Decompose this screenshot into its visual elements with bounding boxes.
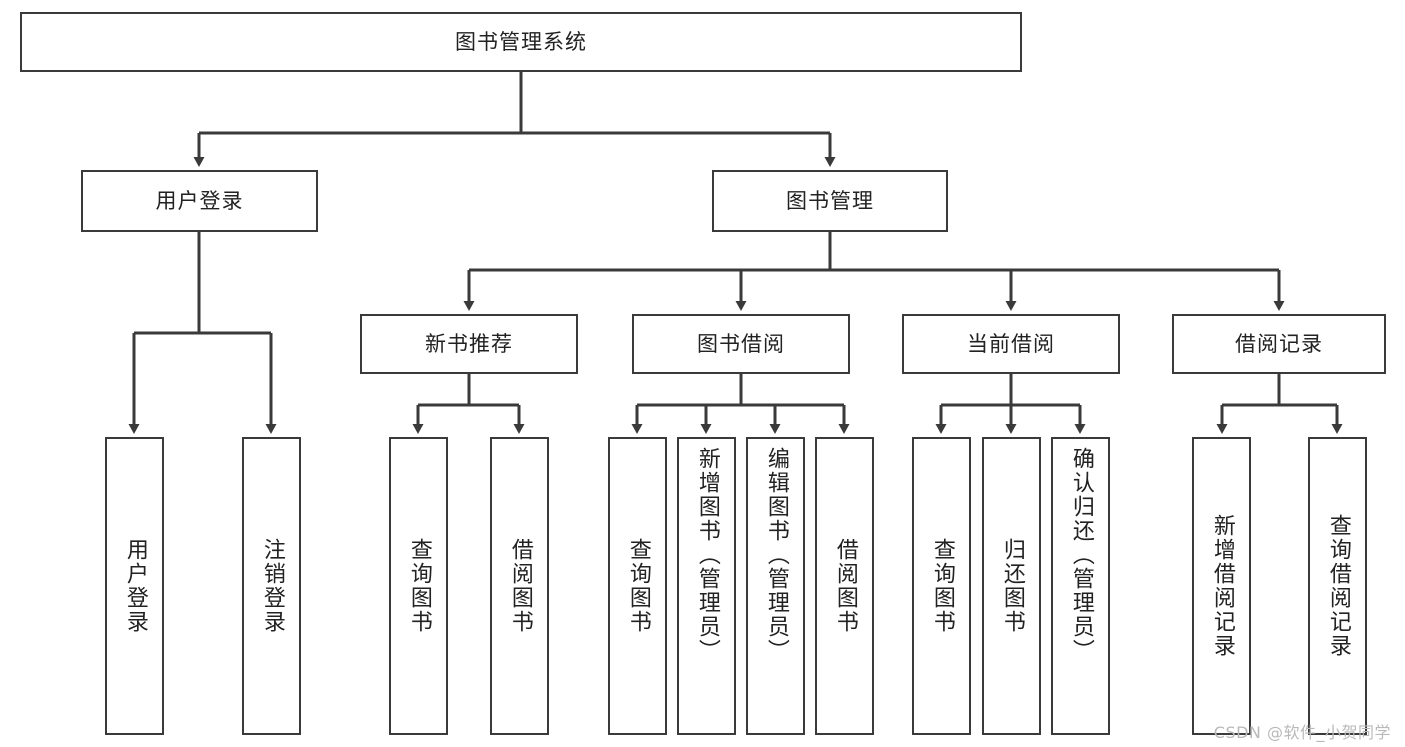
node-leaf-confirm-return[interactable]: 确认归还（管理员） [1051,437,1110,735]
node-leaf-logout-login[interactable]: 注销登录 [242,437,301,735]
node-user-login-label: 用户登录 [155,188,244,213]
node-leaf-return-book[interactable]: 归还图书 [982,437,1041,735]
node-leaf-add-record-label: 新增借阅记录 [1209,514,1235,658]
node-leaf-query-book-3-label: 查询图书 [929,538,955,634]
node-borrow-record[interactable]: 借阅记录 [1172,314,1386,374]
node-leaf-query-record-label: 查询借阅记录 [1325,514,1351,658]
node-leaf-logout-login-label: 注销登录 [259,538,285,634]
node-book-borrow-label: 图书借阅 [697,331,785,356]
node-leaf-user-login-label: 用户登录 [122,538,148,634]
node-root-system[interactable]: 图书管理系统 [20,12,1022,72]
node-leaf-query-book-1[interactable]: 查询图书 [389,437,448,735]
node-leaf-borrow-book-2[interactable]: 借阅图书 [815,437,874,735]
node-leaf-borrow-book-1[interactable]: 借阅图书 [490,437,549,735]
node-leaf-return-book-label: 归还图书 [999,538,1025,634]
node-user-login[interactable]: 用户登录 [81,170,318,232]
node-leaf-confirm-return-label: 确认归还（管理员） [1068,447,1094,663]
node-leaf-query-book-1-label: 查询图书 [406,538,432,634]
node-leaf-add-book[interactable]: 新增图书（管理员） [677,437,736,735]
watermark-text: CSDN @软件_小贺同学 [1213,723,1391,742]
node-leaf-query-book-2-label: 查询图书 [625,538,651,634]
node-leaf-user-login[interactable]: 用户登录 [105,437,164,735]
node-leaf-query-book-2[interactable]: 查询图书 [608,437,667,735]
node-book-manage[interactable]: 图书管理 [712,170,948,232]
node-leaf-add-record[interactable]: 新增借阅记录 [1192,437,1251,735]
node-book-manage-label: 图书管理 [786,188,874,213]
node-leaf-borrow-book-1-label: 借阅图书 [507,538,533,634]
node-current-borrow-label: 当前借阅 [967,331,1055,356]
node-book-borrow[interactable]: 图书借阅 [632,314,850,374]
node-leaf-add-book-label: 新增图书（管理员） [694,447,720,663]
node-leaf-query-record[interactable]: 查询借阅记录 [1308,437,1367,735]
node-borrow-record-label: 借阅记录 [1235,331,1323,356]
node-leaf-borrow-book-2-label: 借阅图书 [832,538,858,634]
node-leaf-query-book-3[interactable]: 查询图书 [912,437,971,735]
node-leaf-edit-book-label: 编辑图书（管理员） [763,447,789,663]
node-current-borrow[interactable]: 当前借阅 [902,314,1120,374]
node-leaf-edit-book[interactable]: 编辑图书（管理员） [746,437,805,735]
node-new-book-recommend[interactable]: 新书推荐 [360,314,578,374]
node-root-system-label: 图书管理系统 [455,29,587,54]
node-new-book-recommend-label: 新书推荐 [425,331,513,356]
